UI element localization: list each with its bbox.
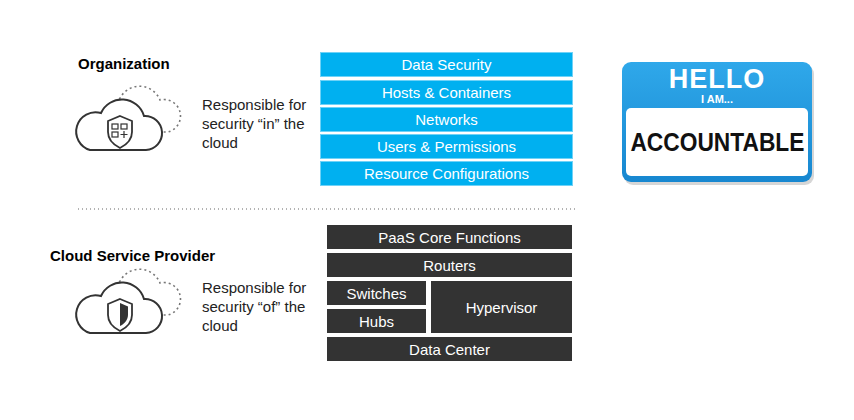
box-text: Hosts & Containers [382,84,511,101]
cloud-icon [76,269,180,333]
infrastructure-box: Routers [327,253,572,277]
responsibility-box: Hosts & Containers [320,80,573,105]
box-text: Routers [423,257,476,274]
box-text: Users & Permissions [377,138,516,155]
infrastructure-box: Hubs [327,309,426,333]
divider-line [78,208,577,210]
box-text: Data Center [409,341,490,358]
responsibility-box: Data Security [320,52,573,77]
name-tag-panel: ACCOUNTABLE [626,108,808,176]
box-text: Hypervisor [466,299,538,316]
infrastructure-box: PaaS Core Functions [327,225,572,249]
box-text: Hubs [359,313,394,330]
box-text: Switches [346,285,406,302]
infrastructure-box: Data Center [327,337,572,361]
cloud-icon [76,86,180,150]
tag-heading: HELLO [669,65,766,93]
box-text: Networks [415,111,478,128]
tag-word: ACCOUNTABLE [630,127,804,158]
infrastructure-box: Hypervisor [431,281,572,333]
responsibility-box: Networks [320,107,573,132]
box-text: PaaS Core Functions [378,229,521,246]
responsibility-box: Resource Configurations [320,161,573,186]
box-text: Resource Configurations [364,165,529,182]
description-text: Responsible for security “of” the cloud [202,279,318,335]
section-heading: Organization [78,55,170,74]
section-heading: Cloud Service Provider [50,247,215,266]
name-tag: HELLOI AM... ACCOUNTABLE [622,62,812,182]
tag-subheading: I AM... [701,93,733,105]
box-text: Data Security [401,56,491,73]
description-text: Responsible for security “in” the cloud [202,96,318,152]
infrastructure-box: Switches [327,281,426,305]
responsibility-box: Users & Permissions [320,134,573,159]
